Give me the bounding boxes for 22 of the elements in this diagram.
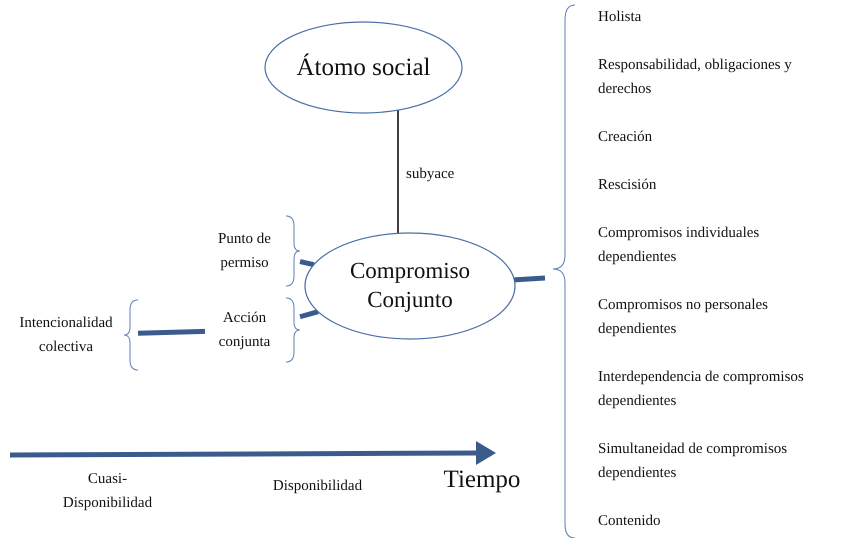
list-item-text: Rescisión xyxy=(598,176,658,195)
list-item-text: Simultaneidad de compromisos dependientes xyxy=(598,440,788,483)
connector-line xyxy=(299,259,314,268)
axis-label: Disponibilidad xyxy=(272,477,364,496)
list-item-text: Compromisos individuales dependientes xyxy=(598,224,760,267)
connector-line xyxy=(514,276,546,282)
connector-line xyxy=(138,328,206,336)
list-item-text: Contenido xyxy=(598,512,662,531)
list-item-text: Interdependencia de compromisos dependientes xyxy=(598,368,805,411)
node-label: Compromiso Conjunto xyxy=(348,257,472,314)
node-label: Átomo social xyxy=(295,52,432,83)
axis-label: Cuasi- Disponibilidad xyxy=(62,470,154,513)
list-item-text: Creación xyxy=(598,128,654,147)
list-item-text: Responsabilidad, obligaciones y derechos xyxy=(598,56,793,99)
node-label: Acción conjunta xyxy=(218,309,272,352)
list-item-text: Holista xyxy=(598,8,642,27)
node-label: Punto de permiso xyxy=(217,230,272,273)
axis-label: Tiempo xyxy=(442,468,522,492)
connector-line xyxy=(397,110,399,234)
connector-line xyxy=(299,309,319,320)
node-label: Intencionalidad colectiva xyxy=(18,314,114,357)
list-item-text: Compromisos no personales dependientes xyxy=(598,296,769,339)
